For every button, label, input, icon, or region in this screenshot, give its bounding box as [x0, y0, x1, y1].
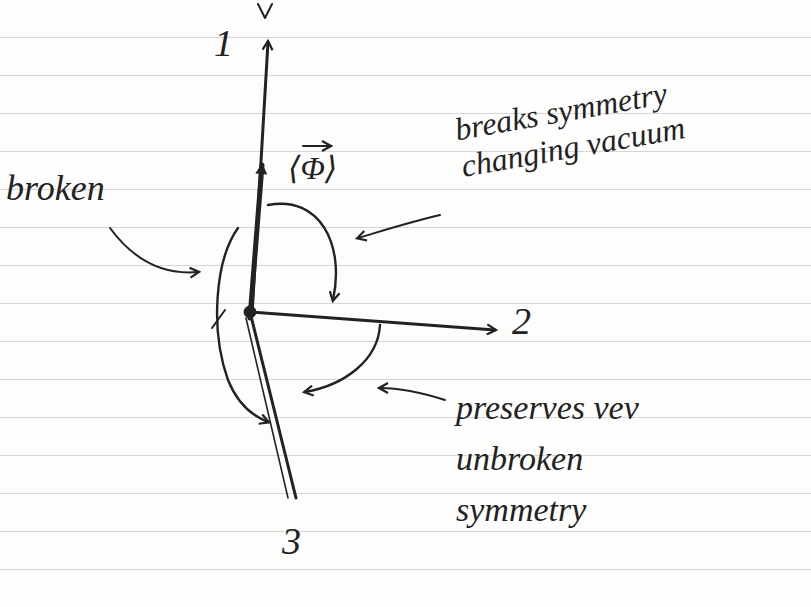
rotation-arc	[217, 228, 268, 422]
axis-3	[250, 312, 296, 498]
pointer-arrow	[380, 388, 445, 400]
annotation-text: broken	[6, 168, 105, 209]
pointer-arrow	[358, 215, 440, 238]
rotation-arc	[268, 204, 336, 300]
axis-number: 3	[282, 520, 301, 564]
rotation-arc	[305, 325, 380, 392]
axis-3-double	[246, 318, 288, 498]
vector-arrow	[303, 145, 330, 147]
vev-vector	[250, 165, 262, 318]
axis-number: 2	[512, 300, 531, 344]
annotation-text: breaks symmetry changing vacuum	[452, 60, 760, 185]
tick-mark	[212, 310, 225, 328]
axis-2	[250, 312, 495, 330]
annotation-text: preserves vev unbroken symmetry	[456, 382, 671, 535]
tick-mark	[258, 4, 272, 18]
pointer-arrow	[110, 228, 198, 272]
vev-symbol: ⟨Φ⟩	[288, 150, 337, 187]
axis-number: 1	[214, 22, 233, 66]
